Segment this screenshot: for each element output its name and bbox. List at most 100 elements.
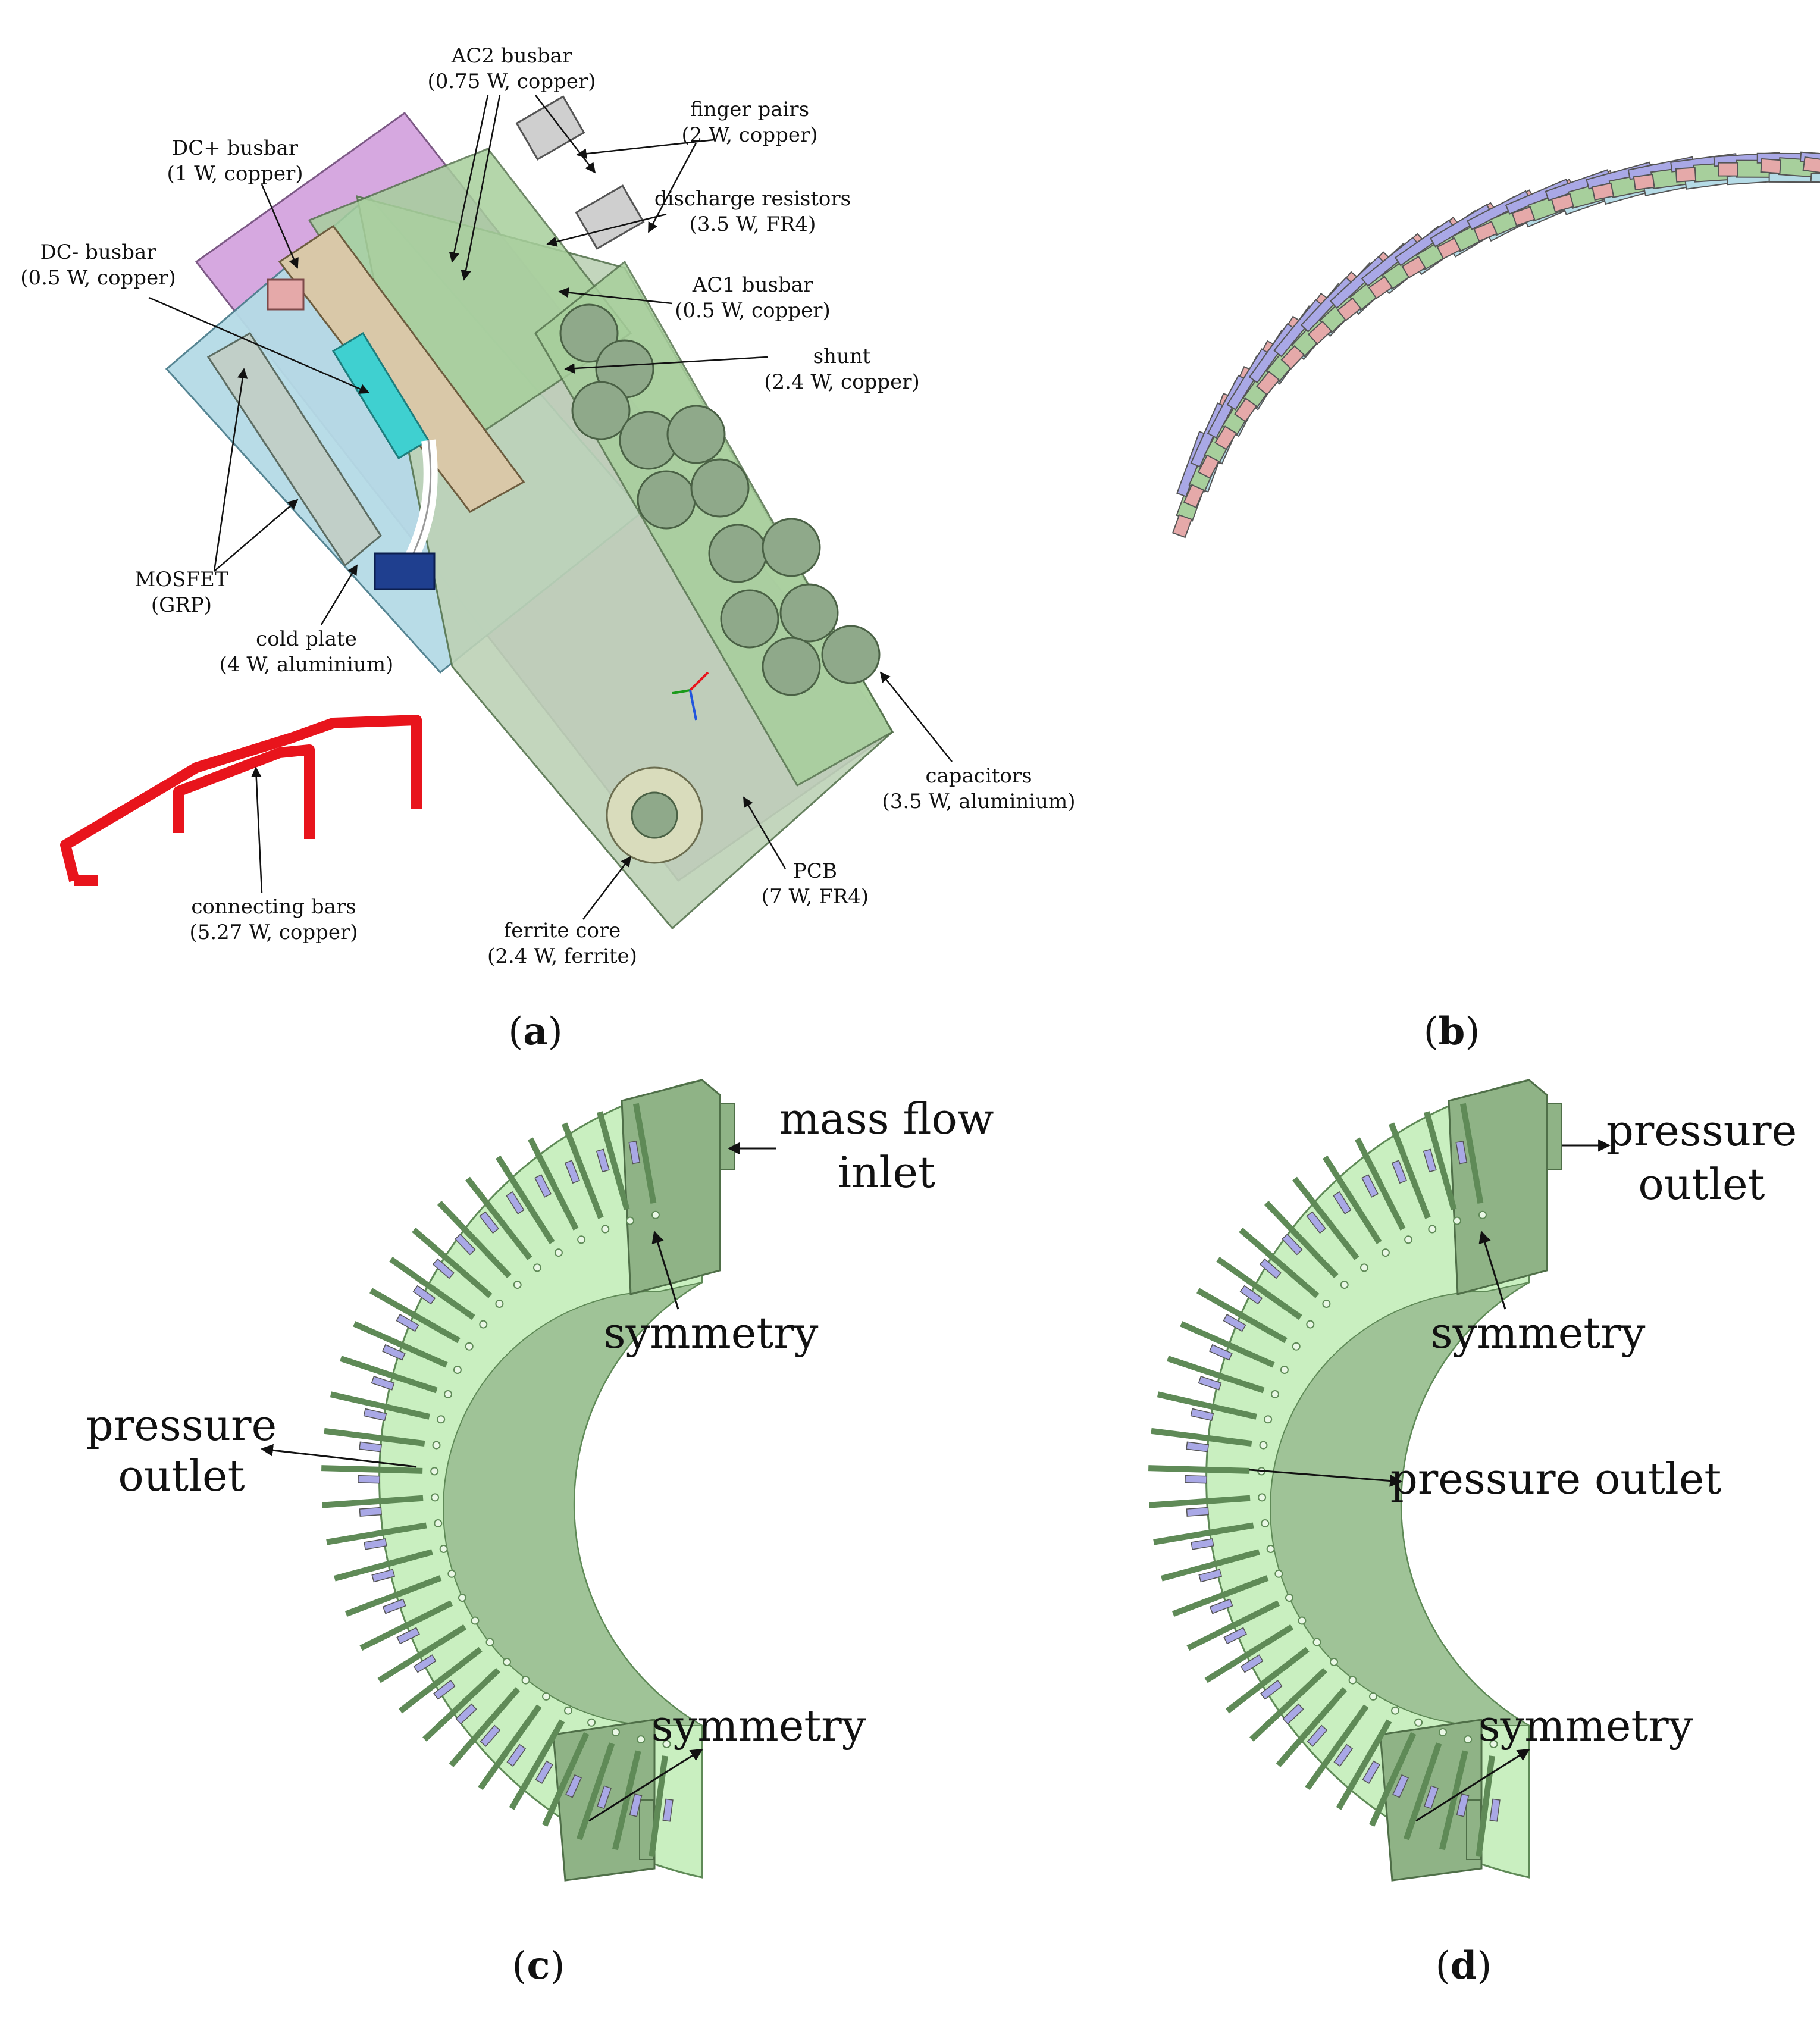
component-slot bbox=[1423, 1148, 1437, 1173]
component-slot bbox=[1281, 1233, 1303, 1256]
coolant-slot bbox=[1148, 1465, 1250, 1474]
pressure-outlet-line2-c: outlet bbox=[118, 1451, 245, 1501]
coolant-slot bbox=[1354, 1137, 1406, 1231]
outlet-hole bbox=[1340, 1281, 1349, 1289]
coolant-slot bbox=[1180, 1321, 1275, 1368]
module-part bbox=[1280, 345, 1305, 370]
module-part bbox=[1171, 514, 1193, 539]
module-part bbox=[1329, 255, 1386, 309]
outlet-hole bbox=[1414, 1718, 1423, 1727]
coolant-slot bbox=[344, 1575, 442, 1617]
component-slot bbox=[506, 1191, 525, 1214]
component-slot bbox=[565, 1774, 582, 1798]
outlet-hole bbox=[1258, 1493, 1267, 1502]
module-part bbox=[1760, 158, 1782, 174]
outlet-hole bbox=[485, 1638, 494, 1646]
finger-pairs-title: finger pairs bbox=[690, 98, 809, 121]
caption-b: (b) bbox=[1424, 1009, 1480, 1054]
outlet-hole bbox=[479, 1320, 488, 1329]
module-part bbox=[1675, 167, 1697, 183]
coolant-slot bbox=[1196, 1288, 1288, 1344]
coolant-slot bbox=[1239, 1228, 1320, 1298]
outlet-hole bbox=[437, 1415, 446, 1424]
panel-c-leader-lines bbox=[260, 1142, 776, 1822]
outlet-hole bbox=[465, 1342, 474, 1351]
symmetry-block-top-c bbox=[621, 1079, 721, 1295]
coolant-slot bbox=[1322, 1155, 1382, 1244]
mass-flow-inlet-line2: inlet bbox=[838, 1147, 935, 1197]
coolant-slot bbox=[1439, 1750, 1468, 1851]
outlet-hole bbox=[503, 1658, 511, 1666]
module-part bbox=[1718, 162, 1738, 177]
outlet-hole bbox=[1274, 1569, 1283, 1578]
module-part bbox=[1401, 255, 1427, 279]
outlet-hole bbox=[587, 1718, 596, 1727]
module-part bbox=[1214, 425, 1238, 450]
coolant-slot bbox=[330, 1391, 430, 1420]
module-part bbox=[1233, 397, 1258, 422]
coolant-slot bbox=[465, 1176, 532, 1260]
outlet-hole bbox=[533, 1263, 541, 1272]
outlet-hole bbox=[1391, 1706, 1399, 1715]
component-slot bbox=[382, 1598, 406, 1614]
coolant-slot bbox=[1171, 1575, 1269, 1617]
component-slot bbox=[1259, 1258, 1282, 1279]
coolant-slot bbox=[1305, 1704, 1369, 1791]
component-slot bbox=[1260, 1680, 1283, 1700]
outlet-hole bbox=[601, 1225, 610, 1234]
component-slot bbox=[480, 1724, 501, 1747]
module-part bbox=[1550, 193, 1574, 213]
component-slot bbox=[433, 1680, 456, 1700]
coolant-slot bbox=[1459, 1103, 1484, 1204]
module-part bbox=[1183, 484, 1205, 509]
capacitors-sub: (3.5 W, aluminium) bbox=[882, 790, 1075, 813]
coolant-slot bbox=[1157, 1391, 1257, 1420]
panel-c: mass flow inlet symmetry pressure outlet… bbox=[86, 1079, 994, 1988]
outlet-hole bbox=[513, 1281, 522, 1289]
outlet-hole bbox=[1271, 1390, 1279, 1398]
panel-b: (b) bbox=[1171, 151, 1820, 1054]
component-slot bbox=[1392, 1774, 1409, 1798]
module-part bbox=[1368, 276, 1393, 299]
coolant-slot bbox=[1292, 1176, 1359, 1260]
outlet-hole bbox=[1369, 1692, 1377, 1701]
coolant-slot bbox=[437, 1201, 512, 1279]
pcb-sub: (7 W, FR4) bbox=[762, 885, 869, 909]
outlet-hole bbox=[458, 1594, 466, 1602]
coolant-slot bbox=[561, 1122, 604, 1219]
caption-a: (a) bbox=[508, 1009, 562, 1054]
coolant-slot bbox=[412, 1228, 493, 1298]
mass-flow-inlet-line1: mass flow bbox=[779, 1094, 994, 1144]
coolant-slot bbox=[324, 1428, 425, 1447]
outlet-hole bbox=[434, 1519, 443, 1527]
component-slot bbox=[455, 1703, 477, 1725]
outlet-hole bbox=[1261, 1519, 1270, 1527]
coolant-slot bbox=[1161, 1549, 1260, 1582]
component-slot bbox=[413, 1654, 437, 1673]
coolant-slot bbox=[377, 1624, 467, 1683]
coolant-slot bbox=[389, 1257, 475, 1320]
coolant-slot bbox=[359, 1600, 453, 1651]
connecting-bars-sub: (5.27 W, copper) bbox=[189, 921, 358, 944]
module-part bbox=[1430, 204, 1493, 248]
component-slot bbox=[1191, 1538, 1214, 1550]
mosfet-title: MOSFET bbox=[134, 568, 228, 591]
component-slot bbox=[1209, 1598, 1233, 1614]
outlet-hole bbox=[577, 1235, 586, 1244]
component-slot bbox=[479, 1211, 499, 1234]
discharge-resistors-sub: (3.5 W, FR4) bbox=[690, 212, 816, 236]
slot-pattern-c bbox=[321, 1103, 674, 1857]
outlet-hole bbox=[1264, 1415, 1273, 1424]
panel-d: pressure outlet symmetry pressure outlet… bbox=[1148, 1079, 1797, 1988]
pressure-outlet-top-line1-d: pressure bbox=[1606, 1106, 1797, 1156]
coolant-slot bbox=[334, 1549, 433, 1582]
symmetry-bottom-label-d: symmetry bbox=[1478, 1701, 1693, 1751]
coolant-slot bbox=[1424, 1111, 1457, 1210]
component-slot bbox=[381, 1344, 406, 1361]
discharge-resistors-title: discharge resistors bbox=[654, 187, 851, 211]
module-part bbox=[1633, 173, 1655, 191]
coolant-slot bbox=[1151, 1428, 1252, 1447]
coolant-slot bbox=[612, 1750, 641, 1851]
component-slot bbox=[1362, 1760, 1380, 1784]
